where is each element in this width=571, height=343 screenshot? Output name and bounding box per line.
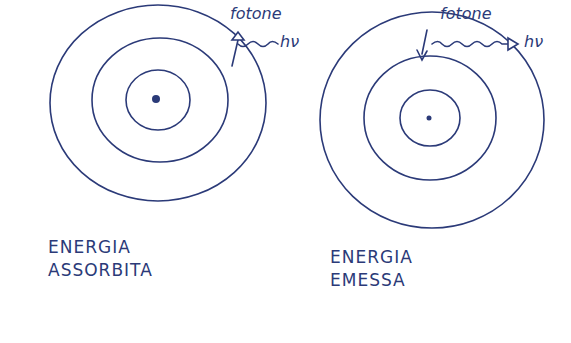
electron-jump bbox=[422, 30, 427, 54]
photon-wave bbox=[432, 42, 510, 47]
photon-energy: hν bbox=[524, 32, 543, 51]
photon-energy: hν bbox=[280, 32, 299, 51]
photon-label: fotone bbox=[230, 4, 281, 23]
orbit bbox=[126, 70, 190, 130]
photon-wave bbox=[238, 42, 278, 47]
photon-label: fotone bbox=[440, 4, 491, 23]
arrowhead bbox=[232, 32, 244, 40]
orbit bbox=[400, 90, 460, 146]
orbit bbox=[320, 12, 544, 228]
caption-label: ENERGIA ASSORBITA bbox=[48, 236, 168, 282]
orbit bbox=[50, 5, 266, 201]
nucleus bbox=[427, 116, 432, 121]
arrowhead bbox=[508, 38, 518, 50]
electron-jump bbox=[232, 40, 238, 66]
arrowhead bbox=[417, 50, 427, 60]
nucleus bbox=[152, 95, 160, 103]
orbit bbox=[92, 38, 228, 162]
orbit bbox=[364, 56, 496, 180]
caption-label: ENERGIA EMESSA bbox=[330, 246, 450, 292]
